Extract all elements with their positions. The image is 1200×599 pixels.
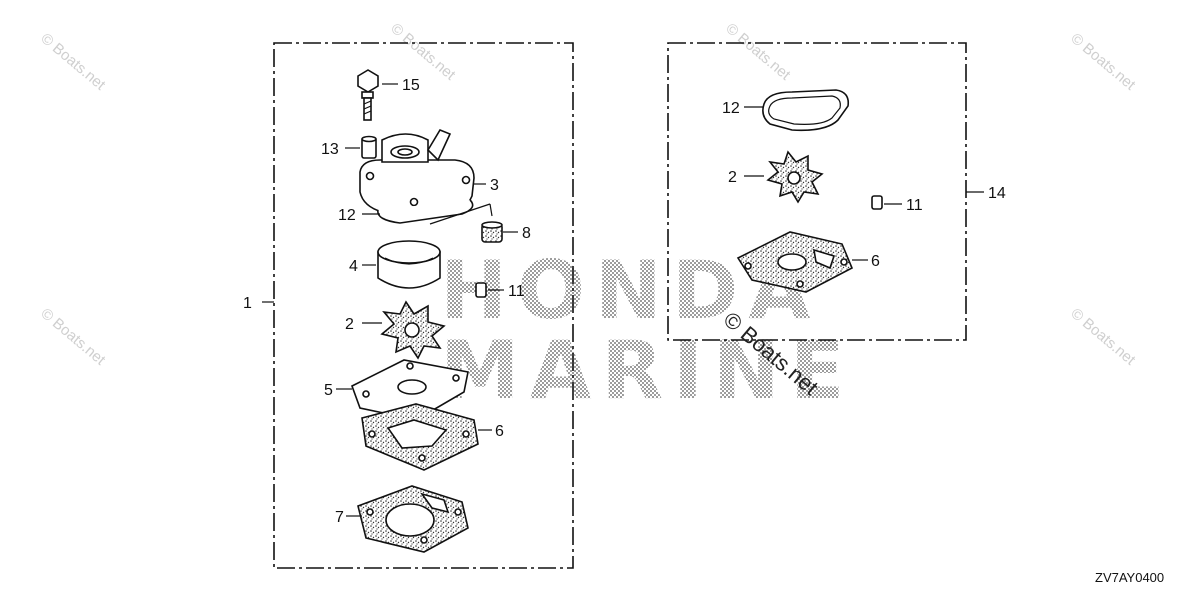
housing-liner-part [377, 240, 441, 289]
right-gasket-part [762, 89, 850, 132]
callout-right-gasket: 12 [722, 100, 740, 117]
callout-right-impeller: 2 [728, 169, 737, 186]
plate-part [351, 359, 469, 421]
gasket-part [377, 199, 474, 224]
right-kit-label: 14 [988, 185, 1006, 202]
callout-bolt: 15 [402, 77, 420, 94]
base-gasket-part [357, 485, 469, 553]
pump-housing-part [359, 129, 475, 215]
callout-key: 11 [508, 283, 525, 300]
callout-base-gasket: 7 [335, 509, 344, 526]
right-plate-gasket-part [736, 231, 854, 293]
watermark-small: © Boats.net [387, 20, 459, 84]
key-part [475, 282, 487, 298]
watermark-small: © Boats.net [722, 20, 794, 84]
callout-housing-liner: 4 [349, 258, 358, 275]
watermark-small: © Boats.net [37, 305, 109, 369]
callout-gasket: 12 [338, 207, 356, 224]
callout-liner: 8 [522, 225, 531, 242]
watermark-small: © Boats.net [37, 30, 109, 94]
left-kit-frame [273, 42, 574, 569]
watermark-small: © Boats.net [1067, 30, 1139, 94]
callout-plate-gasket: 6 [495, 423, 504, 440]
liner-part [481, 221, 503, 243]
bolt-part [357, 69, 379, 121]
callout-impeller: 2 [345, 316, 354, 333]
diagram-code: ZV7AY0400 [1095, 570, 1164, 585]
callout-plate: 5 [324, 382, 333, 399]
collar-part [361, 135, 377, 159]
watermark-small: © Boats.net [1067, 305, 1139, 369]
callout-collar: 13 [321, 141, 339, 158]
right-key-part [871, 195, 883, 210]
left-kit-label: 1 [243, 295, 252, 312]
callout-right-key: 11 [906, 197, 923, 214]
right-impeller-part [766, 150, 824, 204]
callout-right-plate-gasket: 6 [871, 253, 880, 270]
impeller-part [380, 300, 446, 360]
plate-gasket-part [361, 403, 479, 471]
callout-pump-housing: 3 [490, 177, 499, 194]
